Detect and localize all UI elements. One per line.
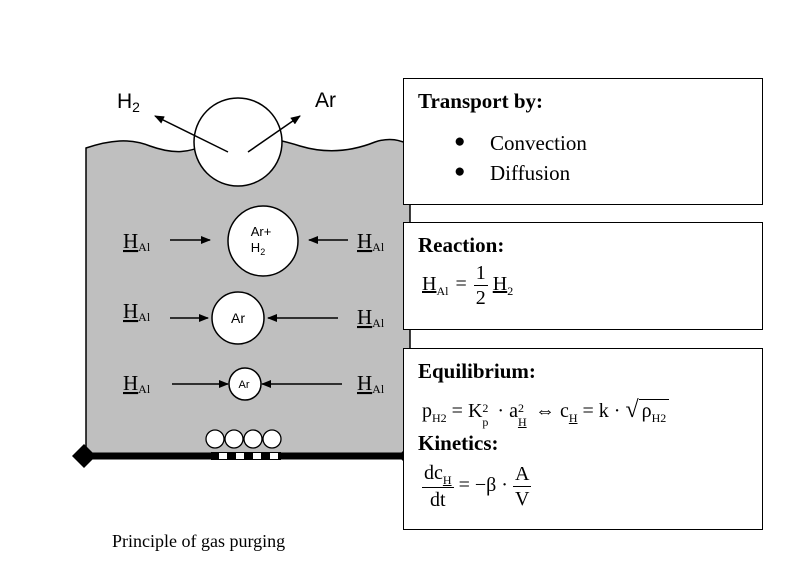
eq-rho: ρ: [641, 400, 652, 422]
bubble-ar-medium-label: Ar: [231, 310, 245, 326]
eq-a-sup: 2: [517, 401, 524, 415]
surface-bubble: [193, 97, 283, 187]
porous-plug: [211, 452, 281, 460]
bubble-ar-medium: [211, 291, 265, 345]
reaction-fraction: 1 2: [473, 261, 488, 310]
bullet-icon: ●: [454, 131, 466, 152]
reaction-num: 1: [473, 262, 488, 286]
reaction-lhs: H: [422, 273, 437, 296]
h2-label-sub: 2: [132, 99, 140, 115]
kinetics-fraction-1: dcH dt: [422, 461, 454, 512]
h-al-label-left-2: HAl: [123, 299, 151, 324]
reaction-rhs-sub: 2: [507, 284, 514, 299]
eq-c-sub: H: [568, 411, 578, 425]
kinetics-den: dt: [430, 489, 446, 511]
left-corner-marker: [72, 444, 96, 468]
equilibrium-title: Equilibrium:: [418, 359, 536, 383]
reaction-den: 2: [475, 287, 486, 309]
reaction-title: Reaction:: [418, 233, 505, 257]
transport-item-label: Convection: [490, 131, 587, 155]
transport-panel: Transport by: ● Convection ● Diffusion: [403, 78, 763, 205]
eq-p: p: [422, 400, 432, 422]
bubble-ar-h2: [227, 205, 299, 277]
h-al-label-left-3: HAl: [123, 371, 151, 396]
kinetics-num2: A: [512, 463, 532, 487]
bubble-ar-h2-top: Ar+: [251, 224, 272, 239]
reaction-rhs: H: [492, 273, 508, 296]
eq-k: = K: [451, 400, 483, 422]
transport-title: Transport by:: [418, 89, 544, 113]
reaction-lhs-sub: Al: [436, 284, 449, 299]
h2-escape-arrow: [154, 115, 229, 153]
h-al-label-right-3: HAl: [357, 371, 385, 396]
reaction-eq: =: [455, 273, 467, 296]
sqrt-icon: √: [625, 397, 639, 423]
eq-k-times: = k ·: [582, 400, 621, 422]
h-al-label-right-2: HAl: [357, 305, 385, 330]
kinetics-title: Kinetics:: [418, 431, 499, 455]
reaction-panel: Reaction: HAl = 1 2 H2: [403, 222, 763, 330]
kinetics-eq: = −β ·: [458, 474, 508, 497]
eq-a-sub: H: [517, 415, 527, 429]
kinetics-fraction-2: A V: [512, 462, 532, 511]
kinetics-den2: V: [514, 488, 530, 510]
reaction-formula: HAl = 1 2 H2: [422, 261, 513, 310]
h-al-label-left-1: HAl: [123, 229, 151, 254]
h-al-label-right-1: HAl: [357, 229, 385, 254]
eq-iff-c: ⇔ c: [534, 400, 569, 422]
figure-caption: Principle of gas purging: [112, 531, 286, 551]
kinetics-formula: dcH dt = −β · A V: [422, 461, 532, 512]
ar-label: Ar: [315, 89, 336, 112]
eq-sqrt-arg: ρH2: [638, 399, 670, 425]
transport-item-label: Diffusion: [490, 161, 571, 185]
bubble-ar-small-label: Ar: [239, 379, 250, 391]
eq-k-sub: p: [482, 415, 489, 429]
ar-escape-arrow: [247, 115, 301, 153]
kinetics-num: dcH: [422, 462, 454, 488]
eq-p-sub: H2: [432, 411, 447, 425]
eq-rho-sub: H2: [651, 411, 667, 425]
small-bubbles-at-plug: [205, 429, 282, 449]
eq-k-sup: 2: [482, 401, 489, 415]
eq-a: · a: [497, 400, 518, 422]
bullet-icon: ●: [454, 161, 466, 182]
h2-label: H2: [117, 90, 140, 115]
